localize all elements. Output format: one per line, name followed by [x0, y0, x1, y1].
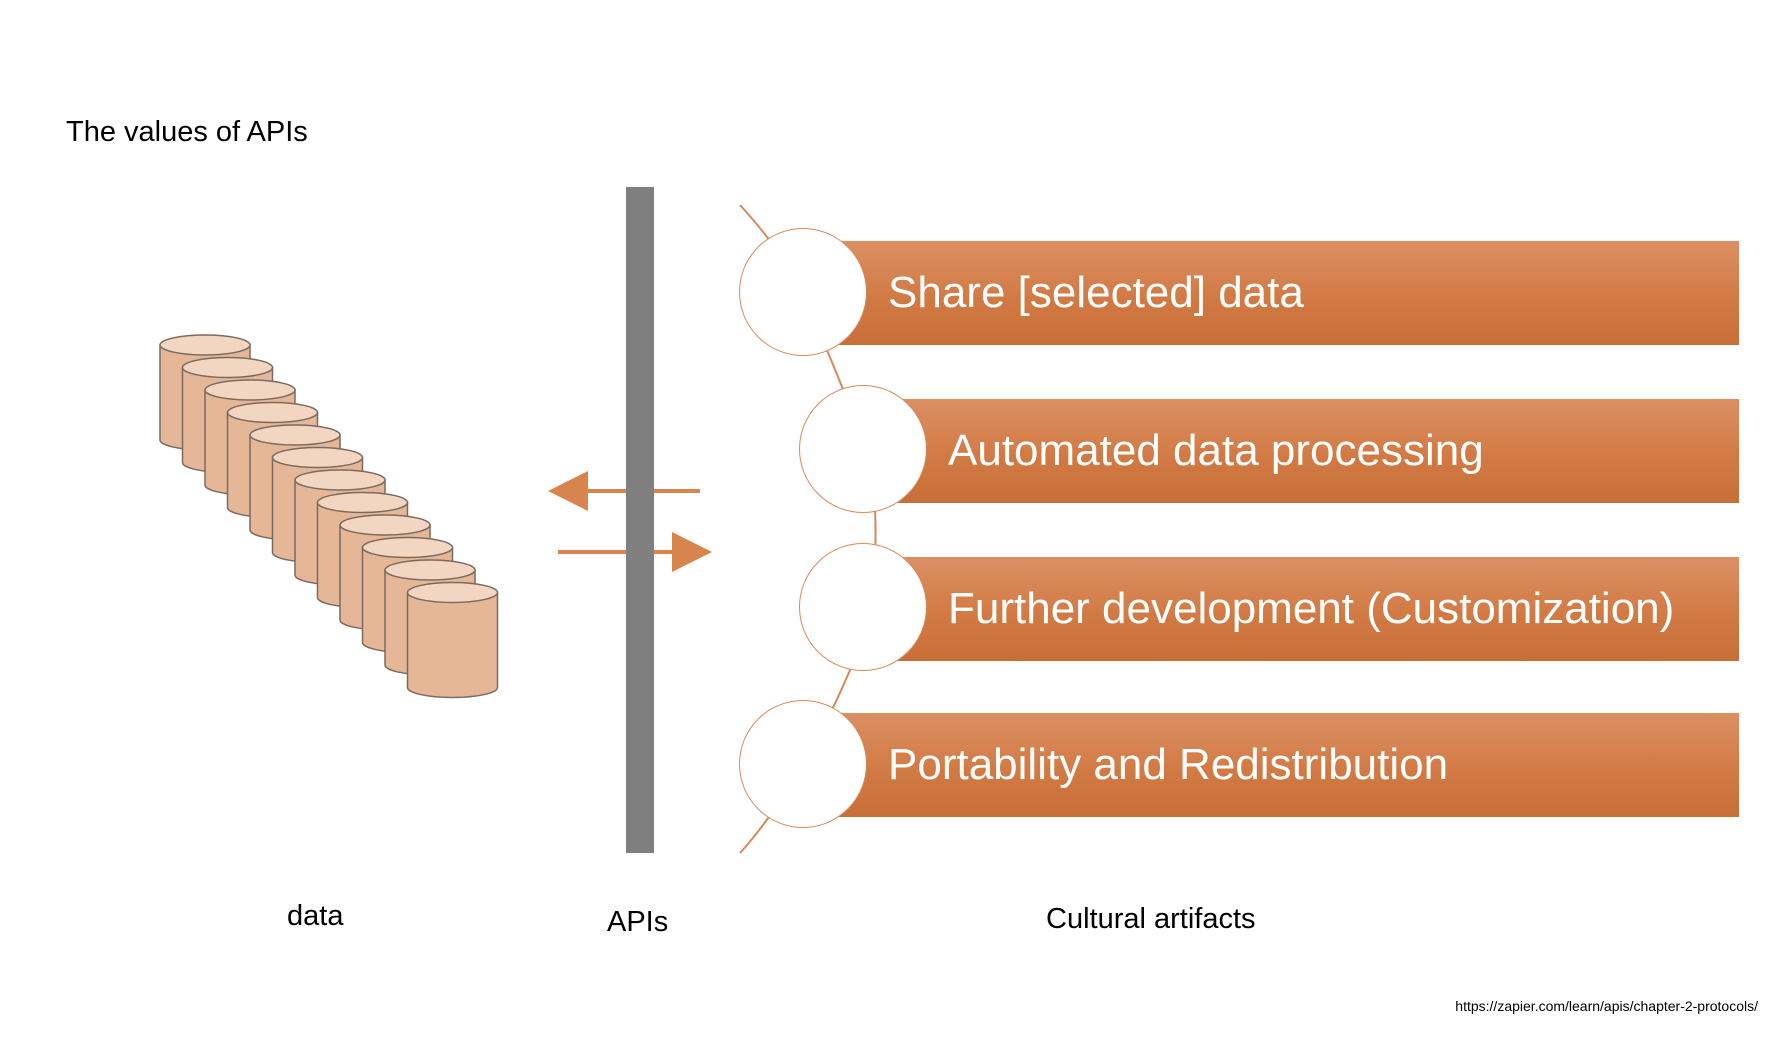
caption-apis: APIs [607, 906, 669, 938]
node-circle-1 [739, 228, 867, 356]
node-circle-4 [739, 700, 867, 828]
value-label-4: Portability and Redistribution [888, 740, 1449, 789]
value-bar-2: Automated data processing [898, 399, 1739, 503]
value-bar-1: Share [selected] data [838, 241, 1739, 345]
value-bar-3: Further development (Customization) [898, 557, 1739, 661]
value-label-2: Automated data processing [948, 426, 1484, 475]
caption-cultural-artifacts: Cultural artifacts [1046, 903, 1256, 935]
node-circle-3 [799, 543, 927, 671]
value-label-1: Share [selected] data [888, 268, 1304, 317]
value-label-3: Further development (Customization) [948, 584, 1675, 633]
value-bar-4: Portability and Redistribution [838, 713, 1739, 817]
api-wall [626, 187, 654, 853]
page-title: The values of APIs [66, 116, 308, 148]
caption-data: data [287, 900, 344, 932]
node-circle-2 [799, 385, 927, 513]
source-url[interactable]: https://zapier.com/learn/apis/chapter-2-… [1455, 998, 1758, 1014]
database-cylinder [406, 581, 499, 699]
